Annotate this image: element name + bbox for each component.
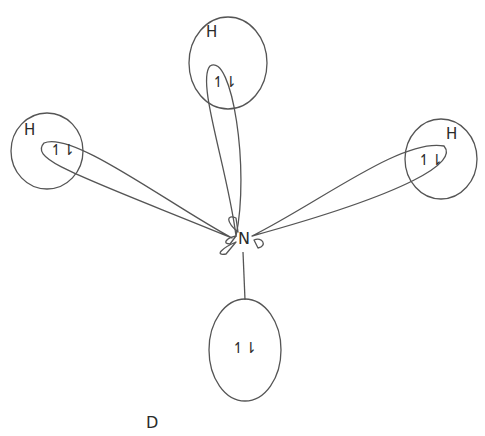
small-lobe xyxy=(254,239,263,248)
small-lobe xyxy=(229,217,238,232)
bond-lobe xyxy=(41,142,232,238)
orbital-outline xyxy=(188,16,268,110)
hydrogen-orbital: H ↿⇂ xyxy=(188,16,268,110)
orbital-outline xyxy=(11,113,83,189)
atom-symbol: H xyxy=(446,126,457,143)
electron-pair: ↿⇂ xyxy=(50,142,75,159)
lone-pair-lobe: ↿⇂ xyxy=(208,298,282,402)
hydrogen-orbital: H↿⇂ xyxy=(404,118,478,200)
electron-pair: ↿⇂ xyxy=(418,152,443,169)
electron-pair: ↿⇂ xyxy=(232,340,257,357)
atom-symbol: H xyxy=(206,24,217,41)
margin-mark: D xyxy=(146,414,158,432)
bond-lobe xyxy=(252,145,446,236)
hydrogen-orbital: H ↿⇂ xyxy=(10,112,84,190)
orbital-outline xyxy=(405,119,477,199)
small-lobe xyxy=(226,236,236,244)
atom-symbol: H xyxy=(24,122,35,139)
electron-pair: ↿⇂ xyxy=(212,74,237,91)
orbital-outline xyxy=(209,299,281,401)
bond-lobe xyxy=(207,65,241,236)
lobe-stem xyxy=(243,252,245,300)
orbital-outline xyxy=(189,17,267,109)
atom-symbol: N xyxy=(238,230,250,248)
